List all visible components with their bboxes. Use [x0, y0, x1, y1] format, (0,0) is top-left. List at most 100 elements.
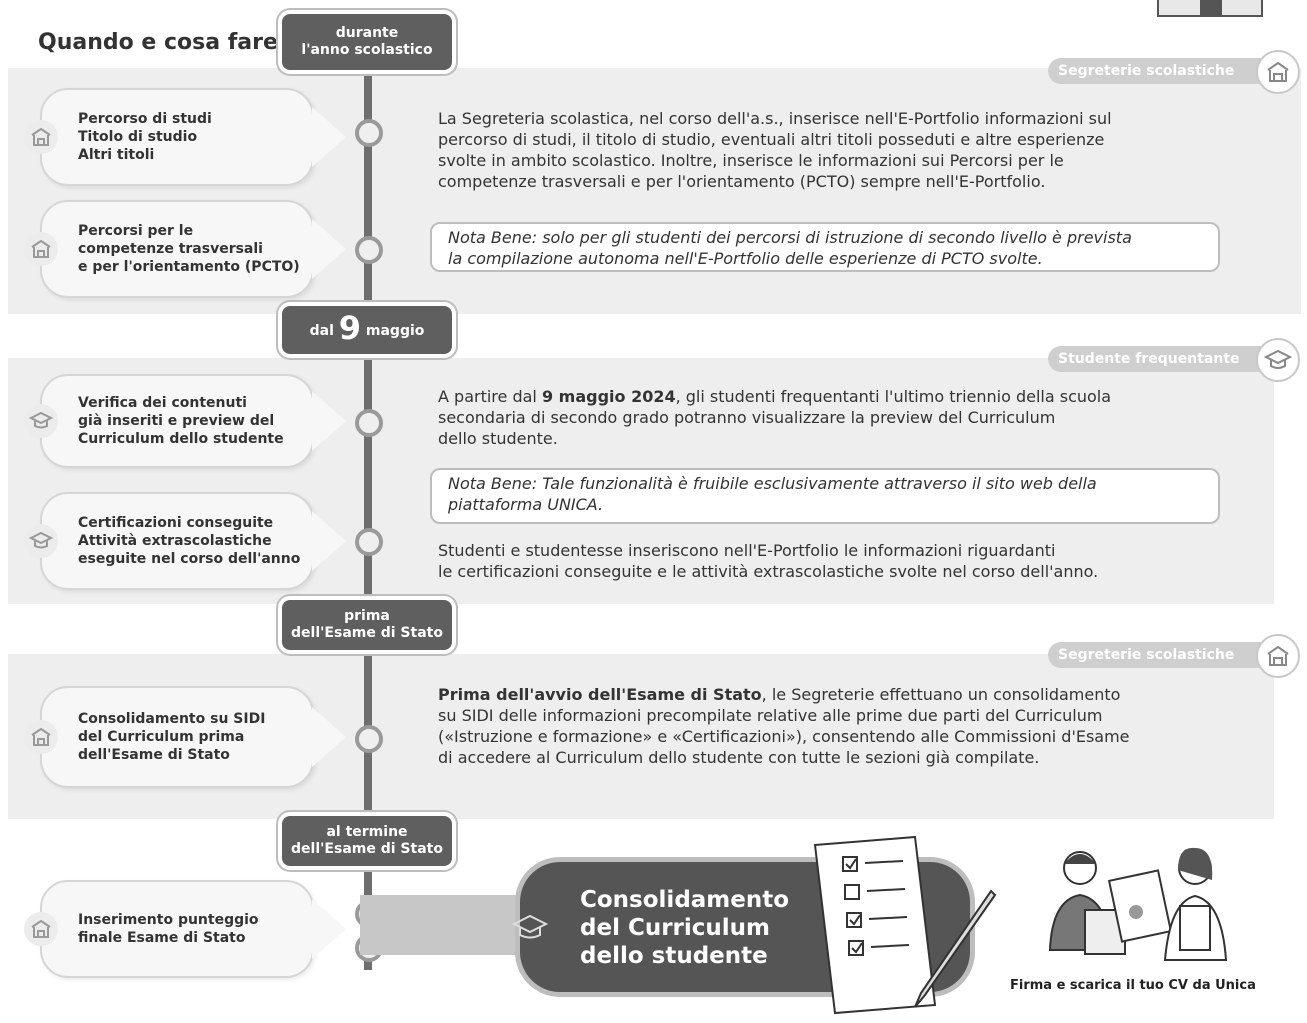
step-arrow: [312, 707, 346, 767]
role-label: Segreterie scolastiche: [1058, 647, 1235, 663]
paragraph-secretariat-during-year: La Segreteria scolastica, nel corso dell…: [438, 108, 1218, 192]
paragraph-preview-may-9: A partire dal 9 maggio 2024, gli student…: [438, 386, 1218, 449]
step-line: già inseriti e preview del: [78, 413, 275, 429]
phase-line: durante: [335, 25, 399, 41]
role-tag-student: Studente frequentante: [1048, 346, 1263, 372]
step-line: Consolidamento su SIDI: [78, 711, 266, 727]
step-line: eseguite nel corso dell'anno: [78, 551, 301, 567]
phase-line: al termine: [326, 824, 408, 840]
step-card-study-path: Percorso di studi Titolo di studio Altri…: [24, 88, 346, 186]
phase-prefix: dal: [309, 323, 334, 339]
step-arrow: [312, 899, 346, 959]
building-illustration: [1157, 0, 1263, 17]
phase-line: dell'Esame di Stato: [291, 841, 443, 857]
phase-line: dell'Esame di Stato: [291, 625, 443, 641]
banner-title: Consolidamento del Curriculum dello stud…: [580, 886, 789, 970]
page-title: Quando e cosa fare: [38, 30, 278, 55]
step-line: finale Esame di Stato: [78, 930, 246, 946]
paragraph-line: dello studente.: [438, 429, 558, 448]
step-line: Titolo di studio: [78, 129, 198, 145]
graduation-cap-icon: [1256, 338, 1300, 382]
timeline-node: [355, 725, 383, 753]
paragraph-line: («Istruzione e formazione» e «Certificaz…: [438, 727, 1130, 746]
step-line: Inserimento punteggio: [78, 912, 259, 928]
step-arrow: [312, 107, 346, 167]
note-box-pcto: Nota Bene: solo per gli studenti dei per…: [430, 222, 1220, 272]
step-card-sidi-consolidation: Consolidamento su SIDI del Curriculum pr…: [24, 686, 346, 788]
role-label: Segreterie scolastiche: [1058, 63, 1235, 79]
phase-label-during-year: durante l'anno scolastico: [282, 14, 452, 70]
step-text: Certificazioni conseguite Attività extra…: [78, 514, 306, 568]
banner-connector: [360, 895, 530, 955]
step-arrow: [312, 391, 346, 451]
school-icon: [1256, 50, 1300, 94]
step-card-final-score: Inserimento punteggio finale Esame di St…: [24, 880, 346, 978]
step-text: Percorsi per le competenze trasversali e…: [78, 222, 306, 276]
step-line: Verifica dei contenuti: [78, 395, 247, 411]
note-line: la compilazione autonoma nell'E-Portfoli…: [448, 249, 1043, 268]
date-highlight: 9 maggio 2024: [541, 387, 676, 406]
school-icon: [24, 120, 58, 154]
paragraph-line: svolte in ambito scolastico. Inoltre, in…: [438, 151, 1064, 170]
graduation-cap-icon: [24, 404, 58, 438]
step-line: Curriculum dello studente: [78, 431, 284, 447]
step-line: competenze trasversali: [78, 241, 263, 257]
text-highlight: Prima dell'avvio dell'Esame di Stato: [438, 685, 762, 704]
phase-line: prima: [344, 608, 390, 624]
step-line: Altri titoli: [78, 147, 155, 163]
paragraph-line: di accedere al Curriculum dello studente…: [438, 748, 1040, 767]
paragraph-line: su SIDI delle informazioni precompilate …: [438, 706, 1103, 725]
school-icon: [24, 720, 58, 754]
school-icon: [1256, 634, 1300, 678]
paragraph-line: A partire dal 9 maggio 2024, gli student…: [438, 386, 1218, 407]
timeline-spine: [364, 355, 372, 600]
banner-line: dello studente: [580, 943, 768, 969]
paragraph-student-input: Studenti e studentesse inseriscono nell'…: [438, 540, 1218, 582]
school-icon: [24, 912, 58, 946]
phase-label-before-exam: prima dell'Esame di Stato: [282, 600, 452, 650]
step-line: del Curriculum prima: [78, 729, 245, 745]
paragraph-line: competenze trasversali e per l'orientame…: [438, 172, 1046, 191]
step-card-verify-preview: Verifica dei contenuti già inseriti e pr…: [24, 374, 346, 468]
step-text: Consolidamento su SIDI del Curriculum pr…: [78, 710, 306, 764]
step-line: Percorso di studi: [78, 111, 212, 127]
step-card-certifications: Certificazioni conseguite Attività extra…: [24, 492, 346, 590]
banner-line: del Curriculum: [580, 915, 771, 941]
timeline-node: [355, 236, 383, 264]
graduation-cap-icon: [511, 914, 549, 939]
banner-line: Consolidamento: [580, 887, 790, 913]
text-run: , le Segreterie effettuano un consolidam…: [761, 685, 1121, 704]
text-run: A partire dal: [438, 387, 542, 406]
paragraph-line: Studenti e studentesse inseriscono nell'…: [438, 541, 1056, 560]
step-text: Verifica dei contenuti già inseriti e pr…: [78, 394, 306, 448]
note-line: piattaforma UNICA.: [448, 495, 604, 514]
note-box-unica: Nota Bene: Tale funzionalità è fruibile …: [430, 468, 1220, 524]
step-line: Percorsi per le: [78, 223, 194, 239]
step-line: dell'Esame di Stato: [78, 747, 230, 763]
step-text: Inserimento punteggio finale Esame di St…: [78, 911, 306, 947]
step-arrow: [312, 219, 346, 279]
timeline-node: [355, 119, 383, 147]
phase-suffix: maggio: [365, 323, 425, 339]
timeline-spine: [364, 70, 372, 318]
phase-date-number: 9: [338, 309, 362, 347]
step-line: e per l'orientamento (PCTO): [78, 259, 300, 275]
step-line: Attività extrascolastiche: [78, 533, 272, 549]
school-icon: [24, 232, 58, 266]
step-card-pcto: Percorsi per le competenze trasversali e…: [24, 200, 346, 298]
students-illustration: [1048, 847, 1228, 961]
graduation-cap-icon: [24, 524, 58, 558]
checklist-document-illustration: [813, 835, 997, 1015]
step-arrow: [312, 511, 346, 571]
role-tag-secretariat: Segreterie scolastiche: [1048, 642, 1263, 668]
text-run: , gli studenti frequentanti l'ultimo tri…: [675, 387, 1112, 406]
phase-label-end-exam: al termine dell'Esame di Stato: [282, 816, 452, 866]
paragraph-line: percorso di studi, il titolo di studio, …: [438, 130, 1105, 149]
role-tag-secretariat: Segreterie scolastiche: [1048, 58, 1263, 84]
step-line: Certificazioni conseguite: [78, 515, 274, 531]
note-line: Nota Bene: solo per gli studenti dei per…: [448, 228, 1132, 247]
timeline-node: [355, 409, 383, 437]
note-line: Nota Bene: Tale funzionalità è fruibile …: [448, 474, 1097, 493]
role-label: Studente frequentante: [1058, 351, 1240, 367]
step-text: Percorso di studi Titolo di studio Altri…: [78, 110, 306, 164]
